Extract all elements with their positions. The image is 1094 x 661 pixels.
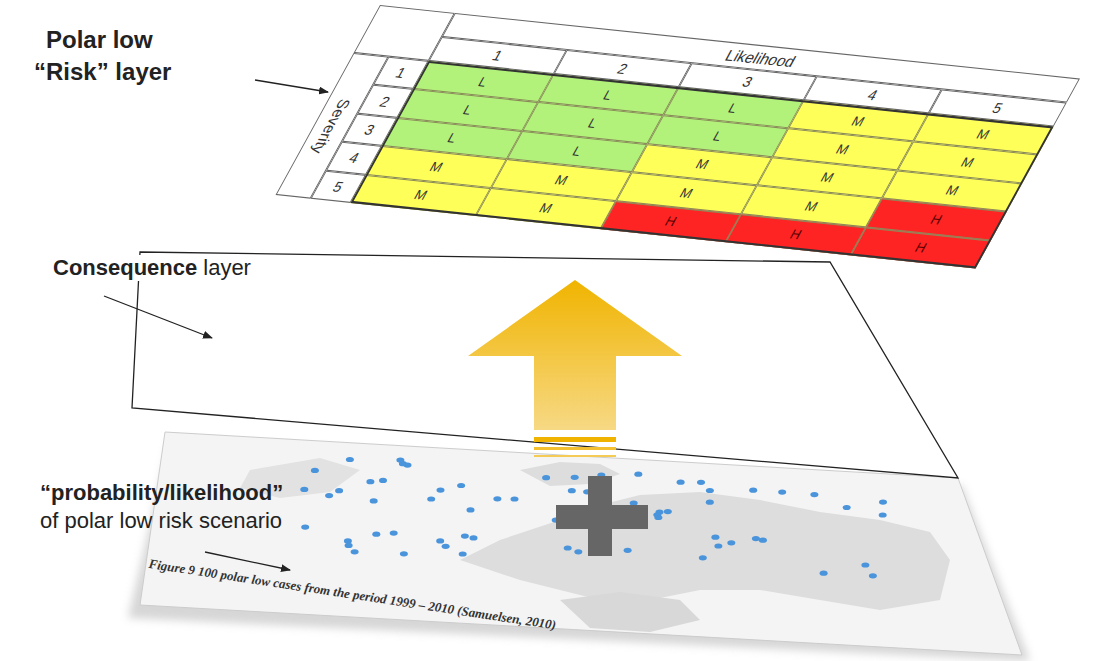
risk-matrix: Likelihood12345Severity12345LLLMMLLLMMLL… [276,5,1081,269]
axis-number-text: 1 [392,65,409,82]
risk-cell-text: M [958,154,977,170]
layer-note: of polar low risk scenario [40,508,282,534]
risk-cell-text: M [818,170,837,186]
layer-note-text: of polar low risk scenario [40,508,282,533]
risk-cell-text: L [444,131,459,147]
risk-cell-text: L [585,115,600,131]
layer-title-text: Polar low [46,26,153,53]
axis-number-text: 5 [330,178,347,195]
layer-title: “probability/likelihood” [40,480,283,506]
layer-title-text: Consequence [53,255,197,280]
risk-cell-text: M [802,198,821,214]
layer-title: Polar low [46,26,153,54]
axis-number-text: 4 [346,150,363,167]
layer-title: Consequencelayer [50,255,254,281]
layer-title-text: “probability/likelihood” [40,480,283,505]
risk-cell-text: H [912,240,930,256]
axis-number-text: 1 [489,47,506,64]
risk-cell-text: M [411,187,430,203]
risk-cell-text: M [677,185,696,201]
risk-cell-text: L [476,74,491,90]
layer-title-text: layer [203,255,251,280]
axis-number-text: 2 [614,60,631,77]
risk-cell-text: M [943,183,962,199]
axis-number-text: 3 [361,121,378,138]
risk-cell-text: M [427,159,446,175]
layer-title-text: “Risk” layer [34,58,171,85]
risk-cell-text: L [569,144,584,160]
risk-cell-text: M [833,141,852,157]
axis-number-text: 5 [989,100,1006,117]
risk-cell-text: H [662,213,680,229]
risk-cell-text: L [710,128,725,144]
risk-cell-text: M [552,172,571,188]
risk-cell-text: H [787,227,805,243]
risk-cell-text: M [536,200,555,216]
risk-cell-text: M [974,126,993,142]
layer-title: “Risk” layer [34,58,171,86]
plus-sign [556,476,648,556]
risk-cell-text: L [601,87,616,103]
up-arrow [468,280,682,457]
risk-cell-text: L [460,102,475,118]
risk-cell-text: L [726,100,741,116]
axis-number-text: 3 [739,73,756,90]
axis-number-text: 4 [864,86,881,103]
risk-cell-text: H [928,211,946,227]
consequence-plane [132,252,958,478]
axis-number-text: 2 [377,93,394,110]
risk-cell-text: M [693,157,712,173]
axis-header-text: Likelihood [722,46,799,70]
risk-cell-text: M [849,113,868,129]
